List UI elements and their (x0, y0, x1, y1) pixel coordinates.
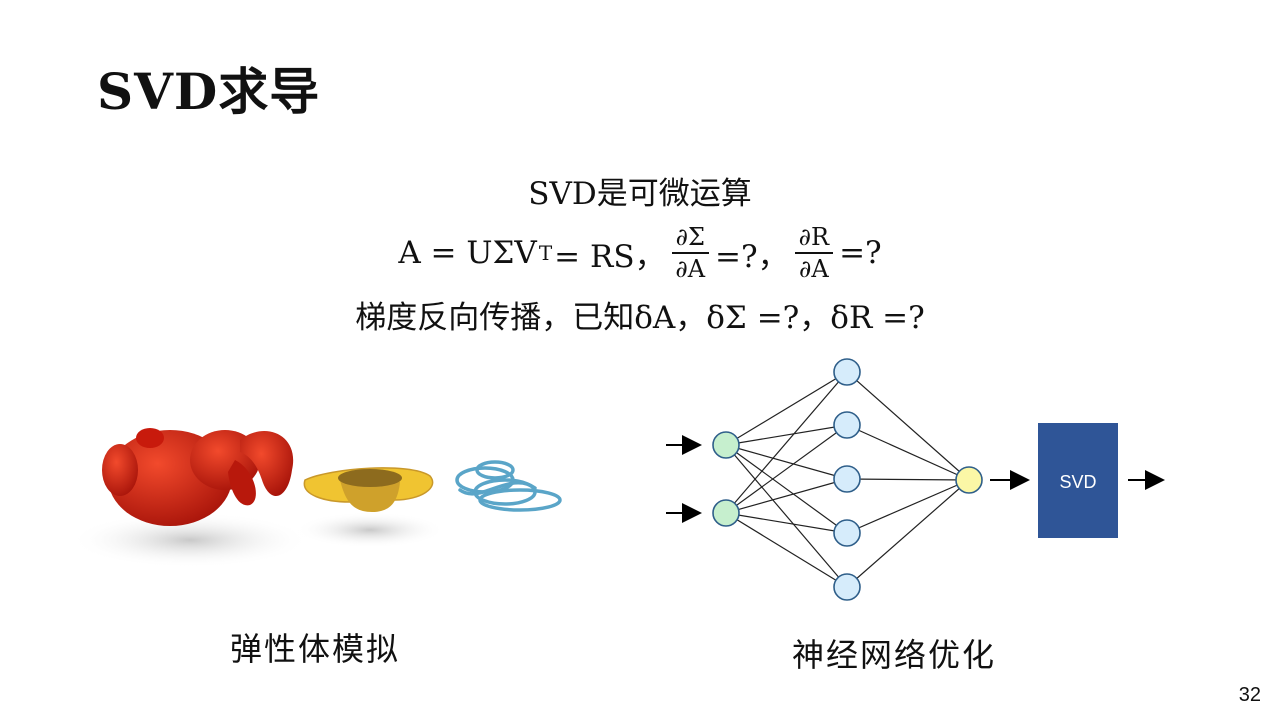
fraction-sigma-denominator: ∂A (675, 255, 706, 283)
caption-network-optimization: 神经网络优化 (792, 636, 997, 674)
input-node (712, 499, 740, 527)
network-edge (725, 371, 848, 446)
fraction-r-numerator: ∂R (794, 222, 834, 254)
page-number: 32 (1238, 684, 1261, 706)
network-edge (846, 478, 970, 481)
formula-after-1: =?， (714, 238, 789, 275)
hidden-node (833, 519, 861, 547)
hidden-node (833, 358, 861, 386)
formula-lhs: A = UΣV (398, 235, 537, 271)
formula-rhs: = RS， (554, 238, 666, 275)
formula-line-3: 梯度反向传播，已知δA，δΣ =?，δR =? (355, 300, 925, 336)
fraction-r-denominator: ∂A (798, 255, 829, 283)
network-edge (725, 371, 848, 514)
bunny-icon (70, 428, 310, 568)
fraction-sigma: ∂Σ ∂A (671, 222, 709, 284)
formula-line-1: SVD是可微运算 (528, 176, 752, 212)
network-edge (725, 444, 848, 588)
network-edge (725, 424, 848, 514)
network-edges (725, 371, 970, 588)
svd-box (1038, 423, 1118, 538)
network-edge (846, 479, 970, 588)
hat-icon (295, 467, 445, 548)
network-edge (725, 444, 848, 480)
network-edge (725, 444, 848, 534)
network-edge (725, 478, 848, 514)
caption-elastic-simulation: 弹性体模拟 (230, 630, 401, 668)
hidden-node (833, 573, 861, 601)
fraction-sigma-numerator: ∂Σ (671, 222, 709, 254)
fraction-r: ∂R ∂A (794, 222, 834, 284)
network-edge (846, 424, 970, 481)
input-node (712, 431, 740, 459)
output-node (955, 466, 983, 494)
hidden-node (833, 465, 861, 493)
transpose-sup: T (538, 241, 553, 265)
network-edge (846, 479, 970, 534)
network-edge (725, 512, 848, 588)
hidden-node (833, 411, 861, 439)
network-edge (725, 512, 848, 534)
slide-title: SVD求导 (97, 62, 321, 121)
rope-icon (455, 460, 562, 512)
svd-box-label: SVD (1059, 472, 1096, 492)
formula-after-2: =? (839, 235, 882, 271)
network-edge (725, 424, 848, 446)
network-edge (846, 371, 970, 481)
